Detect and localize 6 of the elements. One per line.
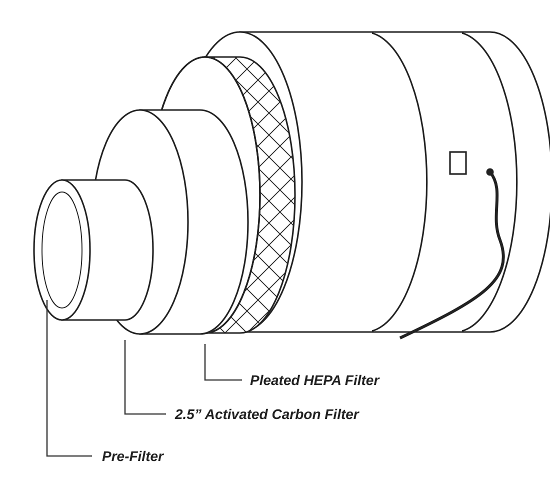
leader-line: [124, 340, 166, 415]
part-label: Pleated HEPA Filter: [250, 372, 380, 388]
leader-line: [204, 344, 242, 381]
leader-line: [46, 300, 92, 457]
part-label: 2.5” Activated Carbon Filter: [175, 406, 359, 422]
part-label: Pre-Filter: [102, 448, 164, 464]
